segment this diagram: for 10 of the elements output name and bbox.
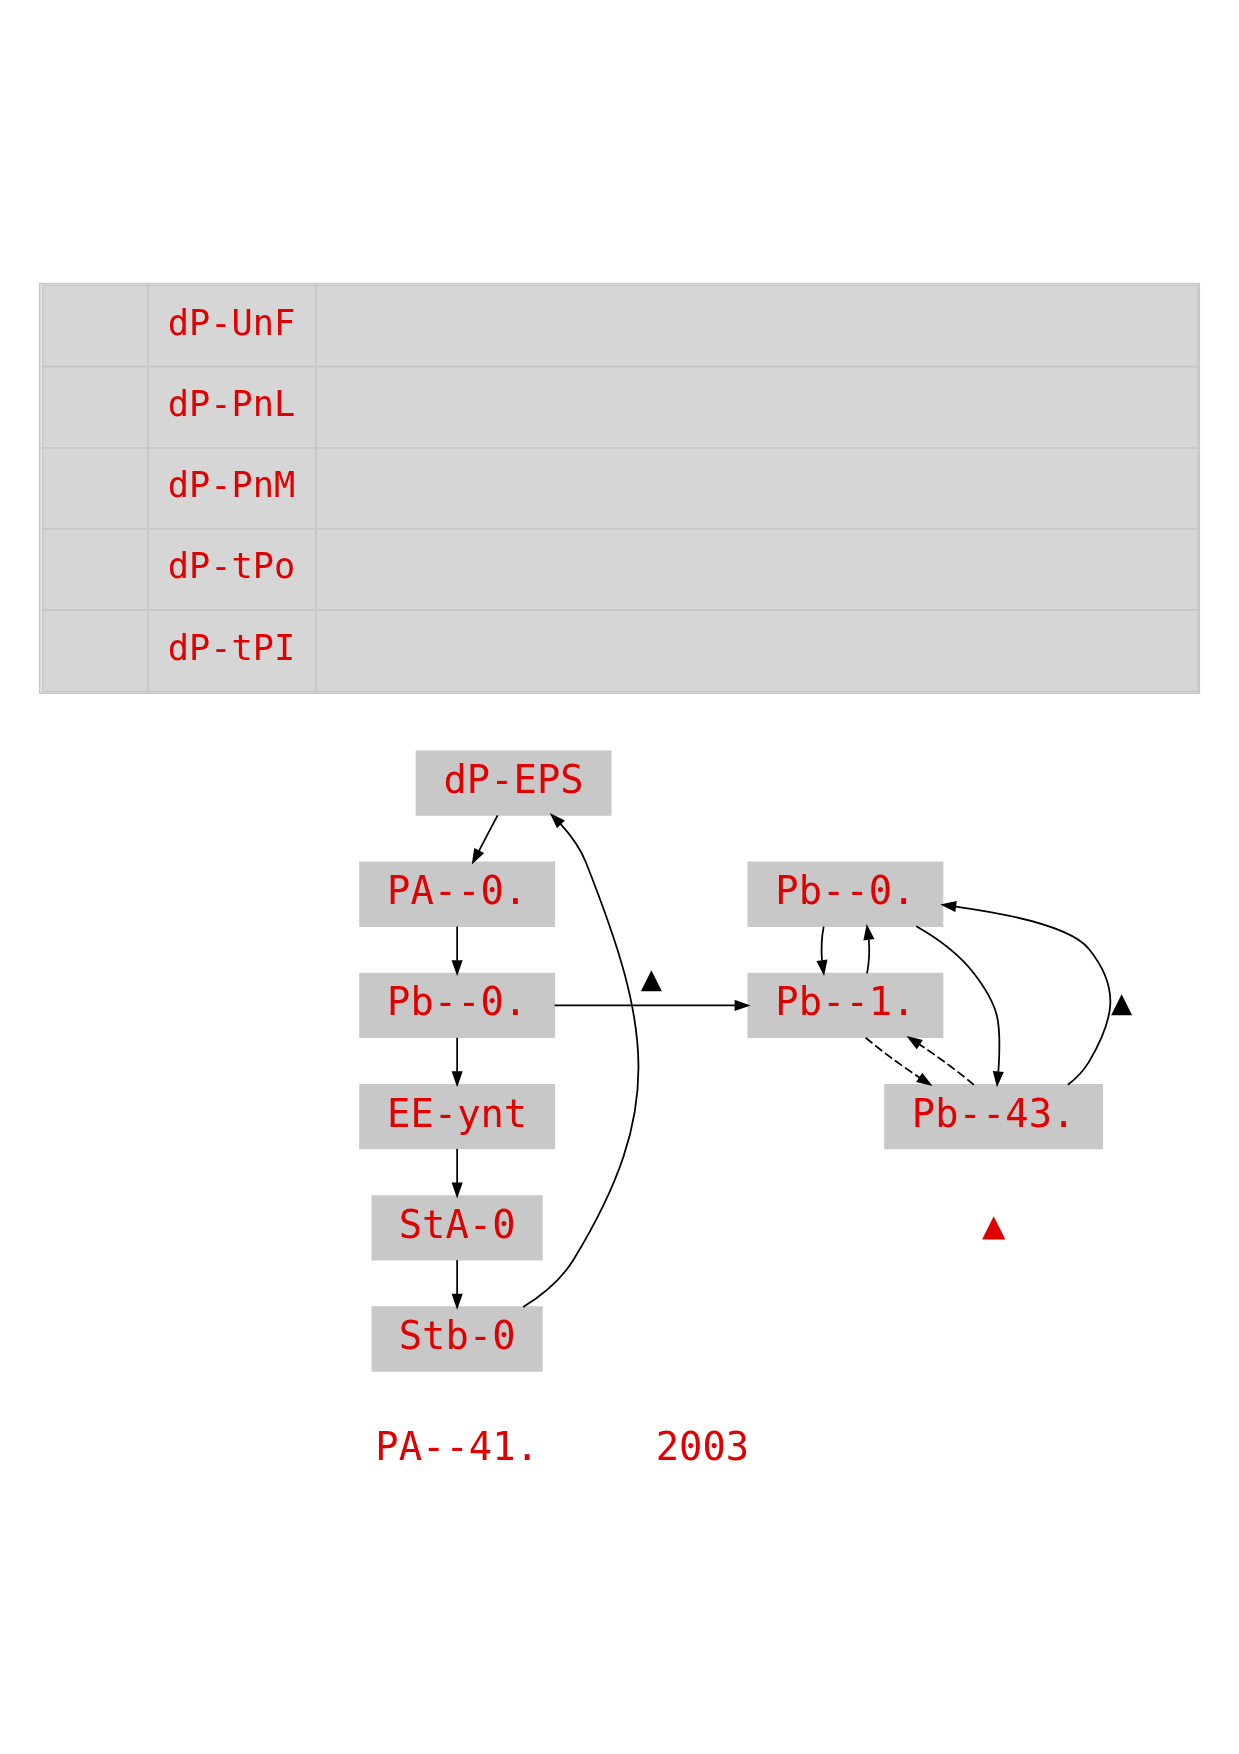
- label: ▲: [981, 1201, 1006, 1247]
- edge-label: ▲: [1110, 980, 1133, 1022]
- label: PA--41.: [375, 1423, 539, 1469]
- label: dP-PnM: [167, 463, 296, 505]
- label: 2003: [655, 1423, 750, 1469]
- label: dP-PnL: [167, 382, 296, 424]
- edge-label: ▲: [640, 956, 662, 998]
- label: dP-UnF: [167, 301, 296, 343]
- label: dP-tPI: [167, 626, 296, 668]
- label: dP-tPo: [167, 544, 296, 586]
